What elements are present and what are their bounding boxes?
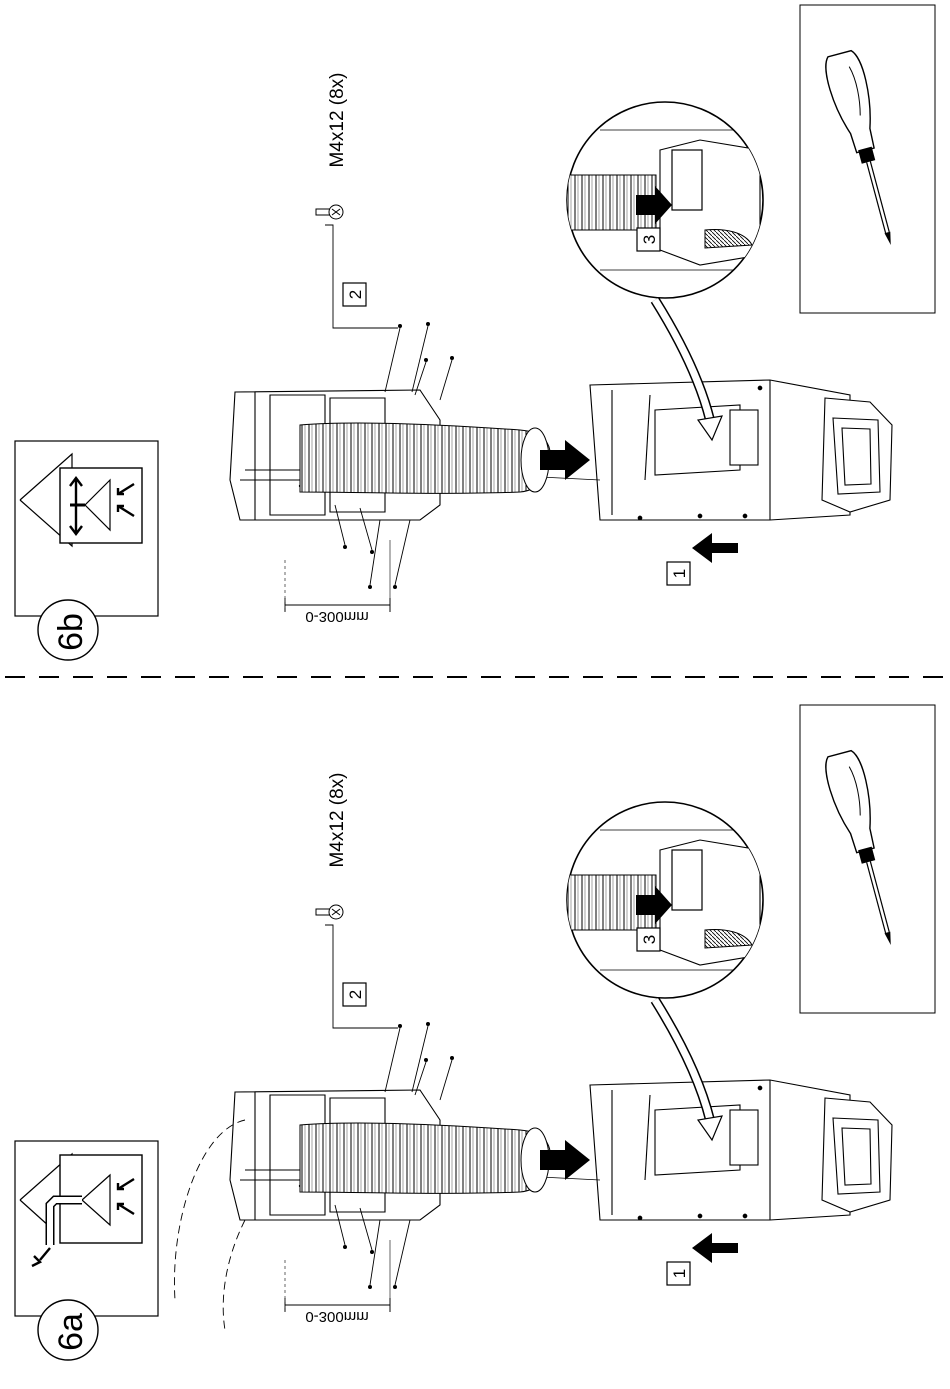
callout-label-1: 1 [670, 569, 689, 578]
callout-box-1: 1 [667, 1262, 690, 1285]
callout-box-3: 3 [637, 228, 660, 251]
screw-spec-label: M4x12 (8x) [327, 772, 348, 867]
length-dimension-label: 0-300mm [305, 1308, 368, 1325]
callout-label-3: 3 [640, 235, 659, 244]
callout-label-1: 1 [670, 1269, 689, 1278]
callout-label-3: 3 [640, 935, 659, 944]
screw-spec-label: M4x12 (8x) [327, 72, 348, 167]
step-label: 6b [52, 613, 90, 651]
callout-box-2: 2 [343, 283, 366, 306]
length-dimension-label: 0-300mm [305, 608, 368, 625]
callout-box-3: 3 [637, 928, 660, 951]
callout-box-1: 1 [667, 562, 690, 585]
step-label: 6a [52, 1313, 90, 1351]
callout-label-2: 2 [346, 990, 365, 999]
callout-label-2: 2 [346, 290, 365, 299]
callout-box-2: 2 [343, 983, 366, 1006]
step-6b-panel: 6b M4x12 (8x) 2 1 3 0-300mm [15, 5, 935, 660]
step-6a-panel: 6a M4x12 (8x) 2 1 3 0-300mm [15, 705, 935, 1360]
